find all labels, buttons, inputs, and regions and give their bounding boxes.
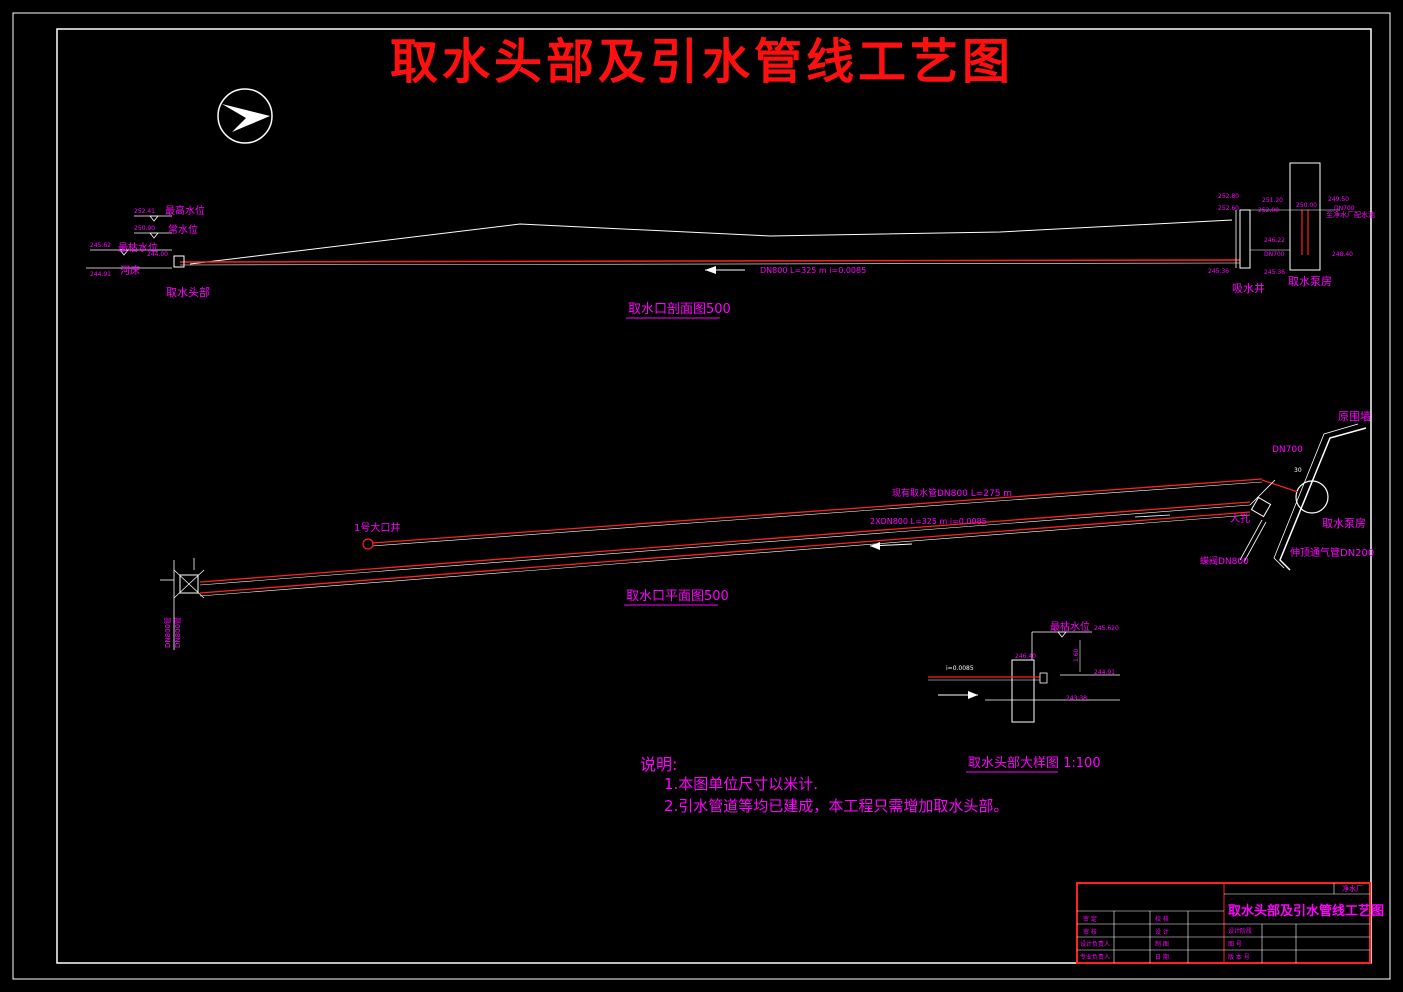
level-lowest-label: 最枯水位 (118, 241, 158, 254)
tb-r2-c2: 制 图 (1155, 940, 1169, 948)
elev-right-8: 245.36 (1208, 268, 1229, 275)
pump-house-label: 取水泵房 (1288, 275, 1332, 288)
plan-existing-pipe (371, 478, 1263, 544)
new-pipe-label: 2XDN800 L=325 m i=0.0085 (870, 517, 987, 526)
detail-caption: 取水头部大样图 1:100 (968, 756, 1101, 771)
intake-head-box (173, 255, 185, 268)
detail-elev-2: 246.40 (1015, 653, 1036, 660)
plan-view: 1号大口井 现有取水管DN800 L=275 m 2XDN800 L=325 m… (160, 409, 1374, 650)
tb-r3-c4: 版 本 号 (1228, 953, 1250, 961)
well-1-label: 1号大口井 (354, 521, 400, 534)
elev-right-3: 251.20 (1262, 197, 1283, 204)
detail-view: 最枯水位 245.620 246.40 1.60 244.91 243.38 i… (928, 620, 1120, 773)
intake-well-label: 吸水井 (1232, 281, 1265, 295)
plan-new-pipe-a (199, 501, 1251, 583)
elev-right-11: 248.40 (1332, 251, 1353, 258)
vent-label: 伸顶通气管DN200 (1290, 546, 1374, 559)
elev-right-8b: 245.36 (1264, 269, 1285, 276)
valve-label: 蝶阀DN800 (1200, 555, 1249, 567)
level-normal-elev: 250.90 (134, 225, 155, 232)
profile-pipe-note: DN800 L=325 m i=0.0085 (760, 266, 866, 275)
existing-pipe-label: 现有取水管DN800 L=275 m (892, 487, 1012, 499)
notes-heading: 说明: (640, 755, 677, 774)
north-arrow-icon (217, 88, 273, 144)
title-block-project: 净水厂 (1342, 884, 1363, 893)
notes: 说明: 1.本图单位尺寸以米计. 2.引水管道等均已建成，本工程只需增加取水头部… (640, 755, 1008, 815)
elev-left-5: 244.00 (147, 251, 168, 258)
elev-right-1: 252.80 (1218, 193, 1239, 200)
level-highest-elev: 252.41 (134, 208, 155, 215)
plan-flow-arrow-icon (869, 542, 913, 550)
detail-slope: i=0.0085 (946, 665, 974, 672)
detail-elev-3: 244.91 (1094, 669, 1115, 676)
profile-pipe (179, 259, 1241, 263)
detail-lowest-label: 最枯水位 (1050, 620, 1090, 633)
tb-r0-c4: 设计阶段 (1228, 927, 1252, 935)
fence-label: 原围墙 (1338, 409, 1371, 423)
intake-well (1239, 209, 1251, 269)
elev-right-6: 249.50 (1328, 196, 1349, 203)
tb-r2-c0: 设计负责人 (1080, 940, 1110, 948)
detail-intake-block (1011, 659, 1035, 723)
detail-flow-arrow-icon (938, 691, 978, 699)
tb-r0-c2: 校 核 (1155, 915, 1169, 923)
tb-r3-c0: 专业负责人 (1080, 953, 1110, 961)
elev-right-2: 252.60 (1218, 205, 1239, 212)
note-2: 2.引水管道等均已建成，本工程只需增加取水头部。 (664, 797, 1008, 815)
well-1-icon (362, 538, 374, 550)
fence-wall (1279, 427, 1367, 571)
plan-left-label-1: DN800管 (163, 617, 172, 648)
intake-head-label: 取水头部 (166, 285, 210, 299)
plan-caption: 取水口平面图500 (626, 589, 729, 604)
profile-section: DN800 L=325 m i=0.0085 252.41 最高水位 250.9… (86, 162, 1375, 319)
dn700-label: DN700 (1272, 445, 1303, 455)
riverbed-label: 河床 (120, 264, 140, 277)
title-block: 净水厂 取水头部及引水管线工艺图 审 定 校 核 设计阶段 审 核 设 计 设计… (1076, 882, 1384, 964)
elev-right-9: DN700 (1334, 205, 1355, 212)
level-lowest-elev: 245.62 (90, 242, 111, 249)
ground-profile (189, 219, 1233, 265)
manhole-label: 人孔 (1230, 513, 1250, 525)
elev-right-7: 246.22 (1264, 237, 1285, 244)
tb-r0-c0: 审 定 (1083, 915, 1097, 923)
level-highest-label: 最高水位 (165, 204, 205, 217)
elev-right-5: 250.00 (1296, 202, 1317, 209)
elev-right-10: DN700 (1264, 251, 1285, 258)
plant-note: 至净水厂配水池 (1326, 210, 1375, 219)
plan-pump-label: 取水泵房 (1322, 517, 1366, 530)
page-title: 取水头部及引水管线工艺图 (390, 34, 1014, 90)
title-block-title: 取水头部及引水管线工艺图 (1228, 903, 1384, 919)
plan-intake-head (160, 558, 205, 650)
tb-r1-c2: 设 计 (1155, 928, 1169, 936)
outer-frame (12, 12, 1391, 980)
flow-arrow-icon (705, 266, 745, 274)
detail-elev-4: 243.38 (1066, 695, 1087, 702)
level-normal-label: 常水位 (168, 223, 198, 236)
elev-right-4: 252.00 (1258, 207, 1279, 214)
riverbed-elev: 244.91 (90, 271, 111, 278)
tb-r1-c0: 审 核 (1083, 928, 1097, 936)
tb-r2-c4: 图 号 (1228, 941, 1242, 948)
plan-new-pipe-b (199, 511, 1251, 594)
note-1: 1.本图单位尺寸以米计. (664, 775, 818, 793)
detail-dim: 1.60 (1073, 648, 1080, 662)
inner-frame (56, 28, 1372, 964)
pump-house (1289, 162, 1321, 271)
profile-caption: 取水口剖面图500 (628, 302, 731, 317)
tb-r3-c2: 日 期 (1155, 953, 1169, 961)
dim-30-label: 30 (1294, 467, 1302, 474)
detail-elev-1: 245.620 (1094, 625, 1119, 632)
plan-left-label-2: DN800管 (173, 617, 182, 648)
